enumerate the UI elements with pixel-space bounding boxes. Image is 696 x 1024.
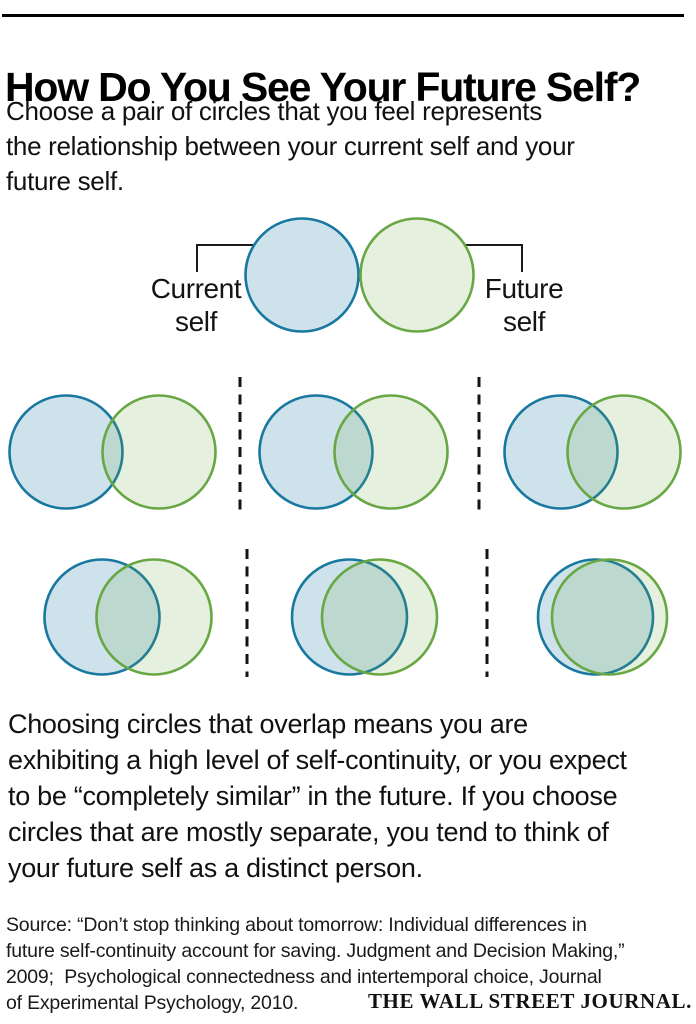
body-line: to be “completely similar” in the future… xyxy=(8,781,618,811)
future-self-circle xyxy=(95,558,213,676)
legend-label-line: Future xyxy=(484,273,564,304)
explanation-paragraph: Choosing circles that overlap means you … xyxy=(8,706,627,886)
legend-label-line: self xyxy=(175,306,217,337)
future-self-circle xyxy=(101,394,217,510)
top-rule xyxy=(2,14,684,17)
source-line: 2009; Psychological connectedness and in… xyxy=(6,966,602,988)
subtitle-line: the relationship between your current se… xyxy=(6,131,575,161)
wsj-logotype: THE WALL STREET JOURNAL. xyxy=(367,989,692,1013)
current-self-callout-bracket xyxy=(196,244,255,272)
current-self-circle xyxy=(290,558,409,676)
legend-label-current-self: Current self xyxy=(121,272,271,338)
subtitle-line: future self. xyxy=(6,166,124,196)
current-self-circle xyxy=(536,558,655,676)
body-line: exhibiting a high level of self-continui… xyxy=(8,745,627,775)
body-line: your future self as a distinct person. xyxy=(8,853,423,883)
subtitle: Choose a pair of circles that you feel r… xyxy=(6,94,575,199)
source-citation: Source: “Don’t stop thinking about tomor… xyxy=(6,912,625,1016)
current-self-circle xyxy=(503,394,619,510)
future-self-circle xyxy=(359,217,475,333)
future-self-circle xyxy=(566,394,682,510)
legend-label-line: self xyxy=(503,306,545,337)
legend-label-line: Current xyxy=(150,273,242,304)
future-self-circle xyxy=(320,558,439,676)
source-line: of Experimental Psychology, 2010. xyxy=(6,992,299,1014)
subtitle-line: Choose a pair of circles that you feel r… xyxy=(6,96,542,126)
future-self-circle xyxy=(333,394,449,510)
future-self-circle xyxy=(550,558,669,676)
source-line: Source: “Don’t stop thinking about tomor… xyxy=(6,914,587,936)
body-line: circles that are mostly separate, you te… xyxy=(8,817,609,847)
future-self-callout-bracket xyxy=(464,244,523,272)
body-line: Choosing circles that overlap means you … xyxy=(8,709,528,739)
current-self-circle xyxy=(258,394,374,510)
current-self-circle xyxy=(244,217,360,333)
legend-label-future-self: Future self xyxy=(449,272,599,338)
current-self-circle xyxy=(43,558,161,676)
source-line: future self-continuity account for savin… xyxy=(6,940,625,962)
page-title: How Do You See Your Future Self? xyxy=(5,64,641,111)
current-self-circle xyxy=(8,394,124,510)
